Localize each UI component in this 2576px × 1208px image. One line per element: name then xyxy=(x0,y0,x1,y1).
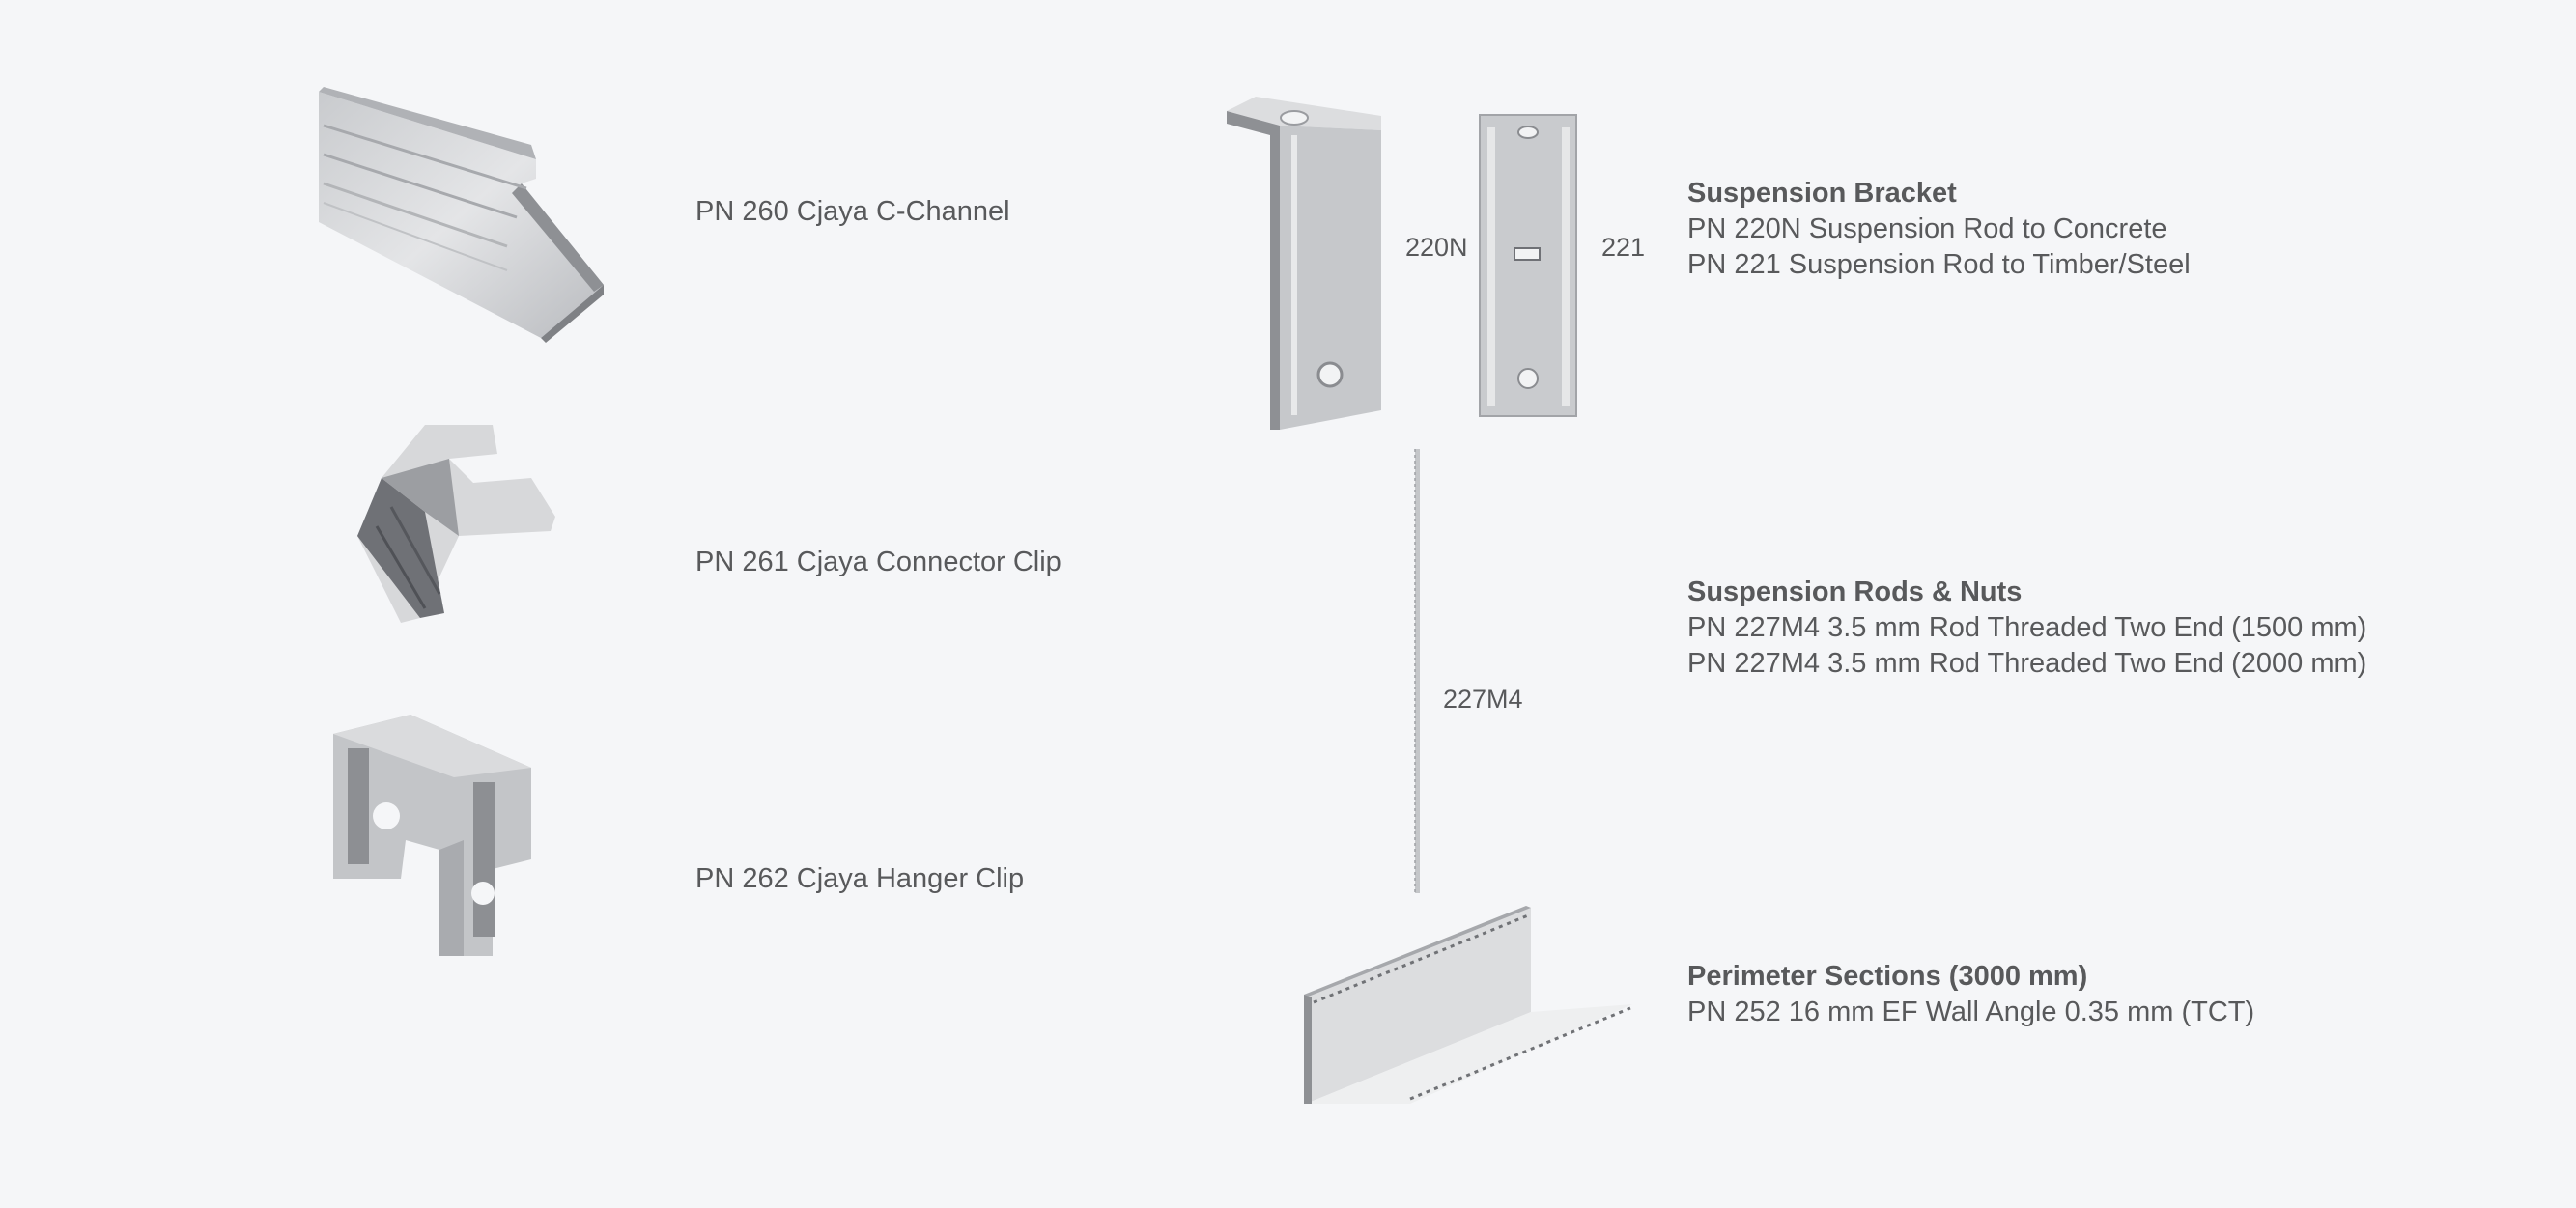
wall-angle-icon xyxy=(1304,906,1632,1104)
suspension-rods-line-2: PN 227M4 3.5 mm Rod Threaded Two End (20… xyxy=(1687,648,2367,679)
suspension-rods-group: Suspension Rods & Nuts PN 227M4 3.5 mm R… xyxy=(1687,575,2366,682)
suspension-bracket-line-2: PN 221 Suspension Rod to Timber/Steel xyxy=(1687,249,2191,280)
suspension-bracket-heading: Suspension Bracket xyxy=(1687,178,1957,209)
rod-227m4-code: 227M4 xyxy=(1443,685,1523,714)
bracket-221-code: 221 xyxy=(1601,233,1646,262)
perimeter-sections-heading: Perimeter Sections (3000 mm) xyxy=(1687,961,2088,992)
suspension-rods-heading: Suspension Rods & Nuts xyxy=(1687,576,2023,607)
suspension-bracket-group: Suspension Bracket PN 220N Suspension Ro… xyxy=(1687,176,2191,283)
hanger-clip-label: PN 262 Cjaya Hanger Clip xyxy=(695,863,1025,894)
suspension-rods-line-1: PN 227M4 3.5 mm Rod Threaded Two End (15… xyxy=(1687,612,2367,643)
c-channel-icon xyxy=(319,87,604,343)
suspension-bracket-220n-icon xyxy=(1227,97,1381,430)
threaded-rod-icon xyxy=(1414,449,1420,893)
perimeter-sections-line-1: PN 252 16 mm EF Wall Angle 0.35 mm (TCT) xyxy=(1687,997,2255,1027)
connector-clip-icon xyxy=(357,425,555,623)
perimeter-sections-group: Perimeter Sections (3000 mm) PN 252 16 m… xyxy=(1687,959,2254,1030)
bracket-220n-code: 220N xyxy=(1405,233,1468,262)
connector-clip-label: PN 261 Cjaya Connector Clip xyxy=(695,547,1062,577)
c-channel-label: PN 260 Cjaya C-Channel xyxy=(695,196,1010,227)
suspension-bracket-line-1: PN 220N Suspension Rod to Concrete xyxy=(1687,213,2167,244)
hanger-clip-icon xyxy=(333,715,531,956)
suspension-bracket-221-icon xyxy=(1479,114,1577,417)
